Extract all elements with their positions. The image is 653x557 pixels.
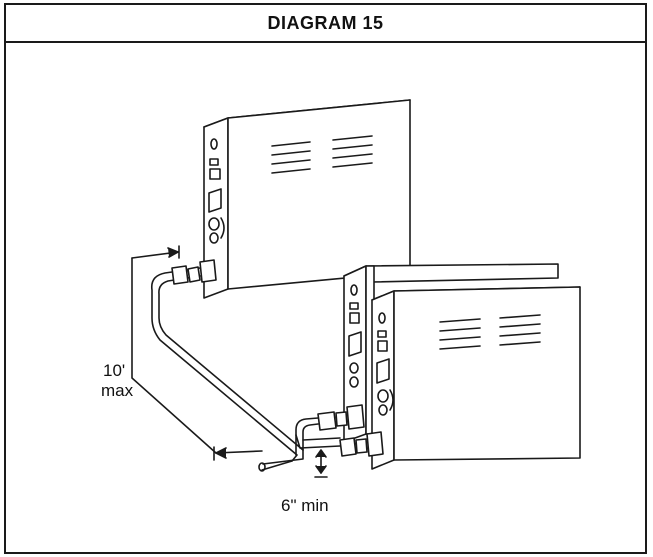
upper-steam-pipe bbox=[150, 259, 304, 472]
front-lower-generator bbox=[371, 286, 581, 470]
lower-manifold-pipe bbox=[295, 404, 384, 457]
min-height-dimension bbox=[314, 449, 328, 478]
distance-value-label: 10' bbox=[103, 361, 125, 380]
diagram-header: DIAGRAM 15 bbox=[6, 5, 645, 43]
back-lower-generator bbox=[343, 263, 559, 443]
upper-side-controls bbox=[208, 138, 225, 244]
upper-generator bbox=[203, 99, 411, 299]
diagram-title: DIAGRAM 15 bbox=[267, 12, 384, 33]
height-label: 6" min bbox=[281, 496, 329, 515]
max-distance-dimension bbox=[131, 245, 263, 461]
distance-unit-label: max bbox=[101, 381, 134, 400]
